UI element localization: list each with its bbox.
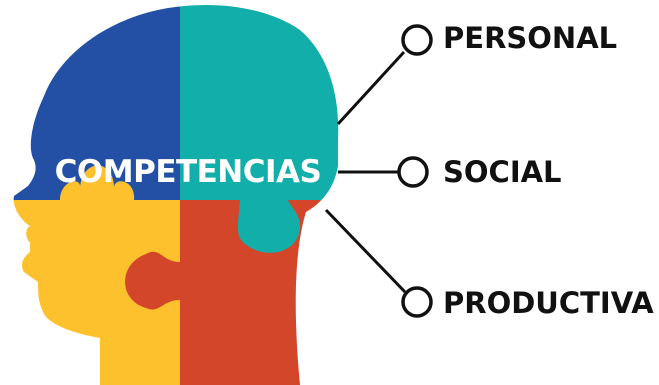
head-silhouette xyxy=(13,4,339,385)
branch-label-personal: PERSONAL xyxy=(443,21,617,55)
connector-circles xyxy=(397,24,433,318)
puzzle-tab-orange-into-yellow xyxy=(125,251,180,310)
connector-circle-icon xyxy=(397,156,429,188)
connector-circle-icon xyxy=(401,24,433,56)
connector-line-personal xyxy=(336,50,406,126)
connector-line-productiva xyxy=(324,208,407,294)
puzzle-tab-yellow-into-blue xyxy=(60,165,135,200)
connector-circle-icon xyxy=(401,286,433,318)
puzzle-tab-teal-into-blue xyxy=(180,72,239,150)
branch-label-social: SOCIAL xyxy=(443,155,562,189)
puzzle-tab-teal-into-orange xyxy=(237,200,300,253)
branch-label-productiva: PRODUCTIVA xyxy=(443,286,654,320)
center-label: COMPETENCIAS xyxy=(55,154,322,190)
connector-lines xyxy=(324,50,407,294)
